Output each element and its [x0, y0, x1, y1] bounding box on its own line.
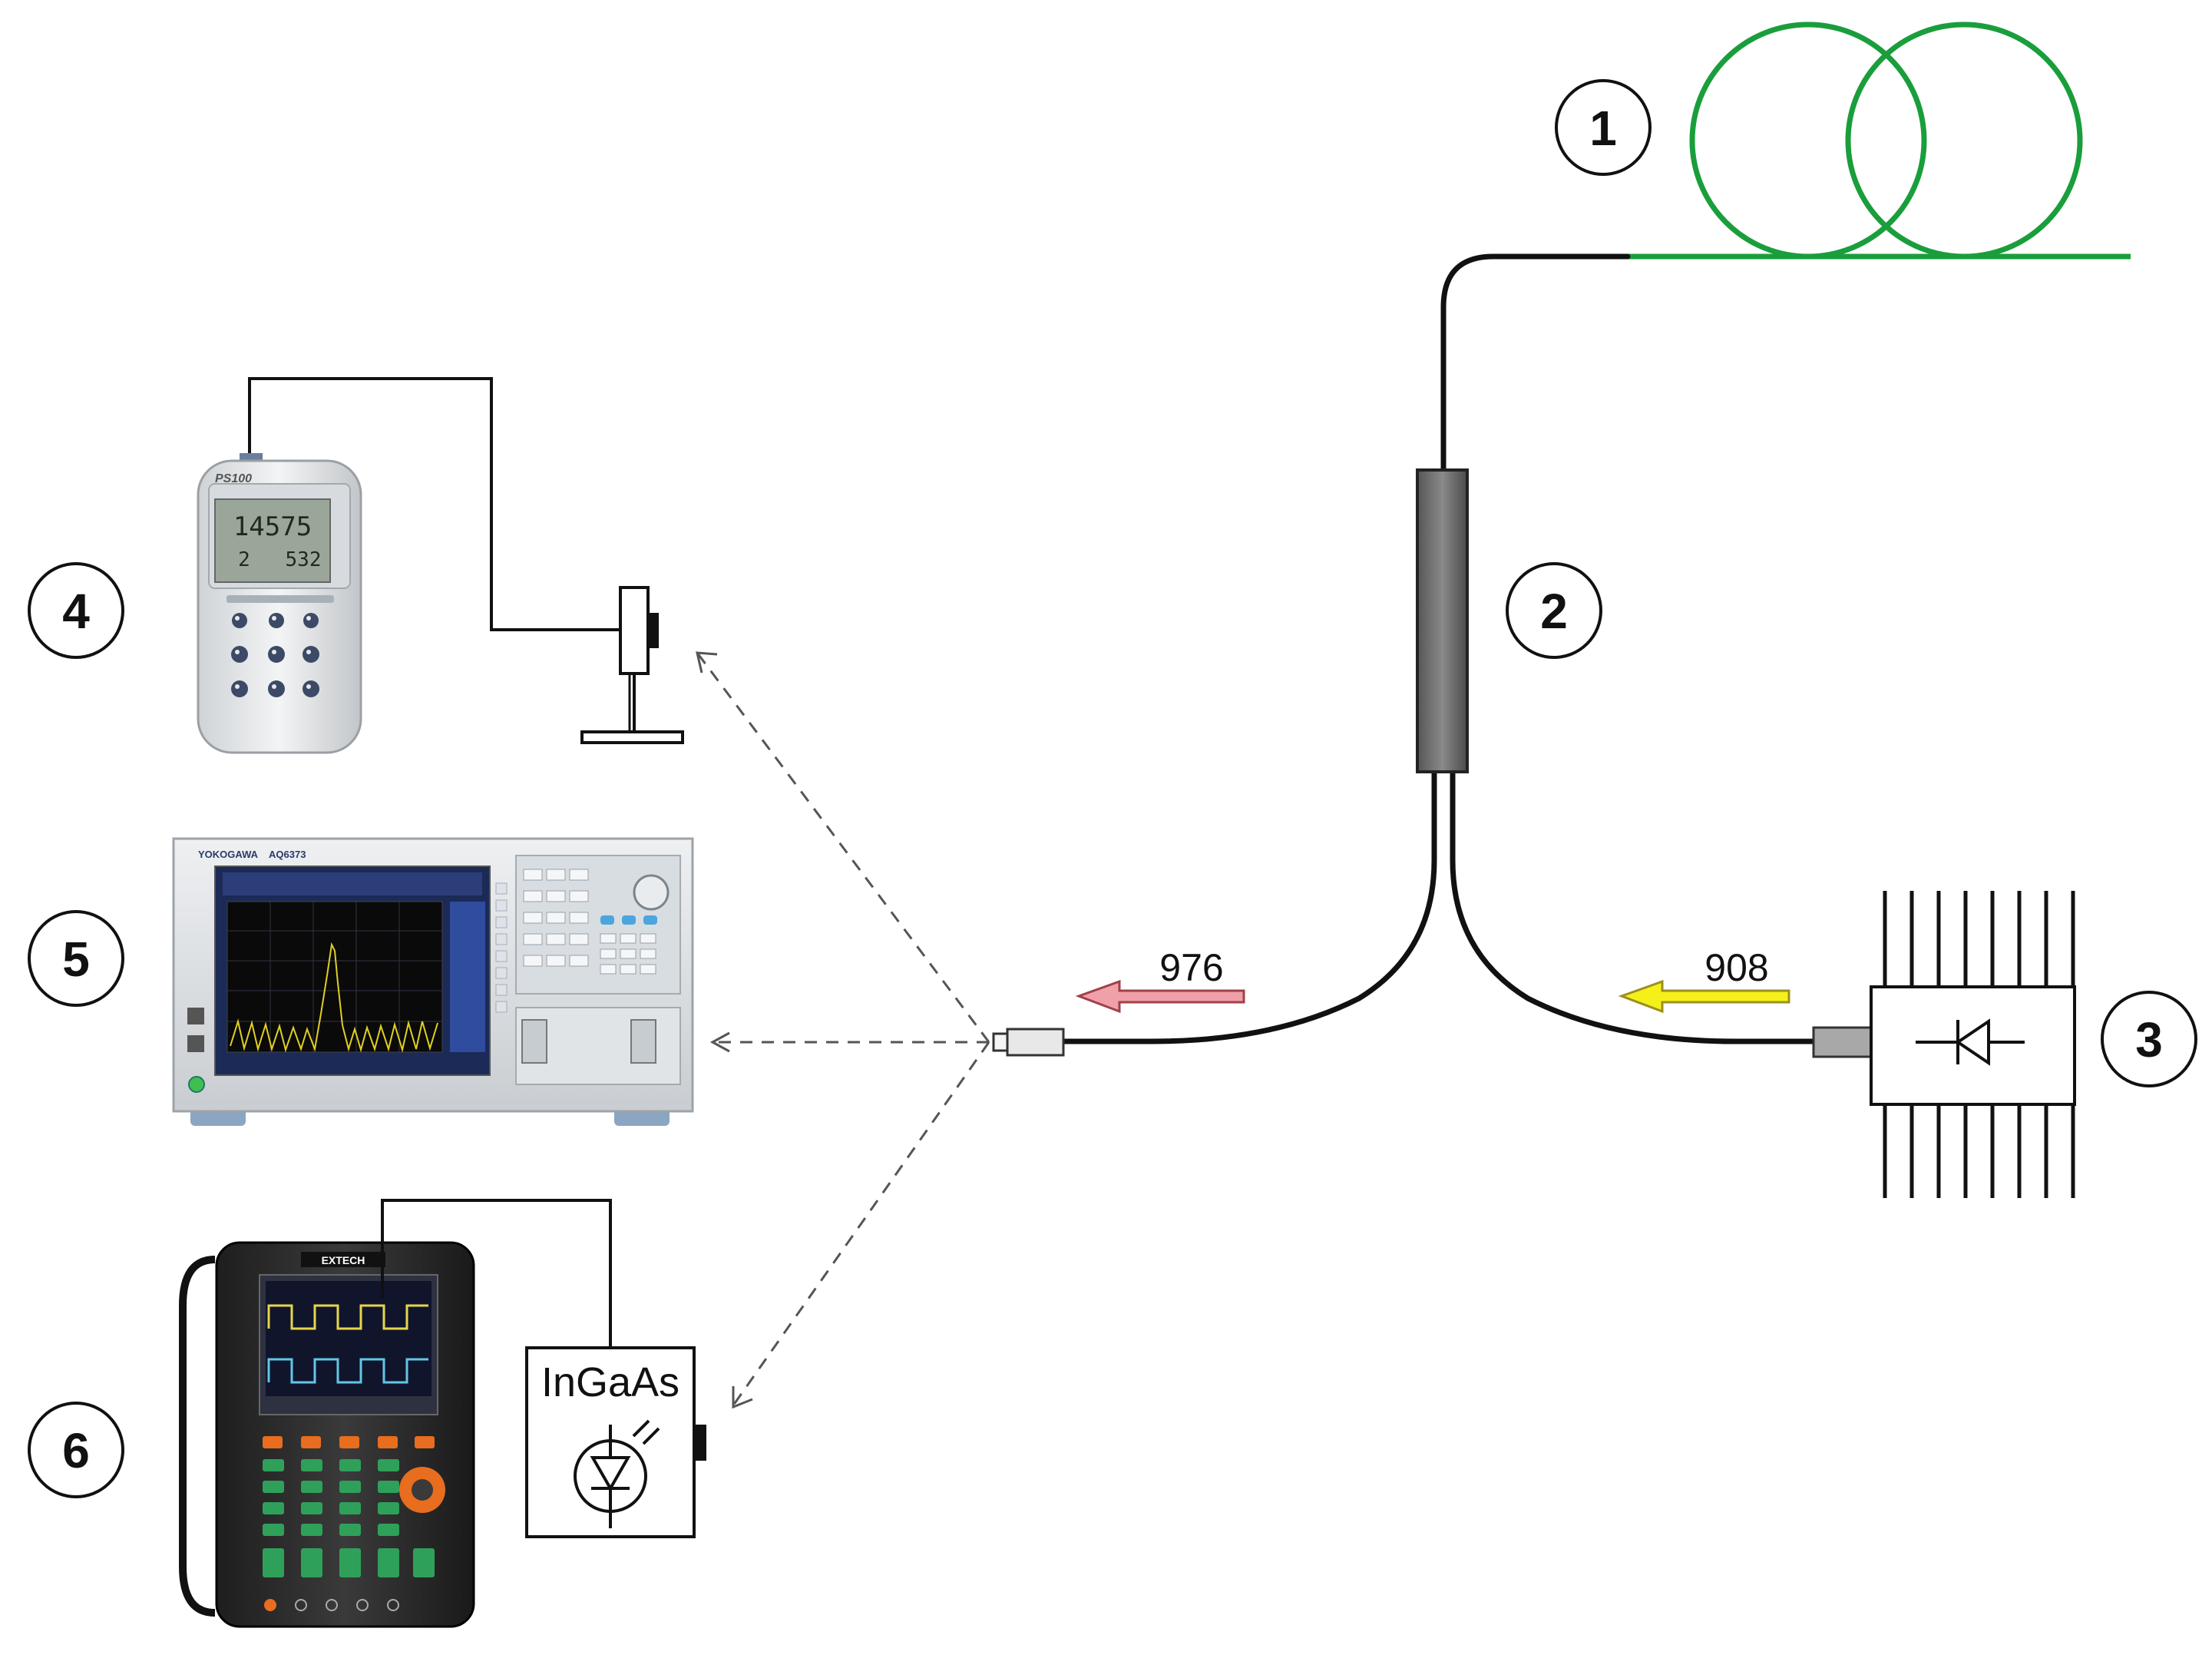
osa-rotary-knob	[633, 874, 670, 911]
photodiode-icon	[574, 1419, 660, 1528]
callout-3-number: 3	[2135, 1012, 2163, 1067]
osa-brand: YOKOGAWA	[198, 849, 259, 860]
detector-label: InGaAs	[541, 1359, 679, 1405]
pump-wavelength-label: 908	[1704, 946, 1768, 989]
fiber-coil	[1628, 22, 2131, 260]
callout-1: 1	[1555, 79, 1652, 176]
callout-2: 2	[1506, 562, 1602, 659]
callout-5: 5	[28, 910, 124, 1007]
pump-laser-diode	[1870, 891, 2076, 1198]
fiber-connector-pump	[1812, 1026, 1873, 1058]
callout-2-number: 2	[1540, 584, 1568, 639]
callout-6-number: 6	[62, 1423, 90, 1478]
osa-model: AQ6373	[269, 849, 306, 860]
power-meter-model: PS100	[215, 472, 252, 485]
callout-5-number: 5	[62, 932, 90, 987]
laser-diode-icon	[1916, 1018, 2025, 1066]
fiber-connector-output	[992, 1028, 1065, 1057]
signal-arrow	[1075, 979, 1245, 1014]
fiber-coupler	[1416, 468, 1469, 773]
signal-wavelength-label: 976	[1159, 946, 1223, 989]
ingaas-detector	[381, 1199, 706, 1538]
pump-arrow	[1618, 979, 1790, 1014]
callout-1-number: 1	[1589, 101, 1617, 156]
power-meter-reading-right: 532	[286, 548, 322, 571]
handheld-oscilloscope: EXTECH	[179, 1241, 475, 1628]
optical-spectrum-analyzer: YOKOGAWA AQ6373	[172, 837, 694, 1126]
power-meter-reading-left: 2	[238, 548, 250, 571]
dashed-arrows	[696, 652, 990, 1406]
scope-brand: EXTECH	[322, 1254, 365, 1266]
callout-6: 6	[28, 1402, 124, 1498]
photodiode-sensor-head	[580, 586, 684, 744]
power-meter-reading-main: 14575	[233, 511, 312, 542]
arrow-heads	[696, 651, 753, 1409]
callout-4-number: 4	[62, 584, 90, 639]
power-meter: PS100 14575 2 532	[197, 377, 620, 754]
callout-4: 4	[28, 562, 124, 659]
fiber-lines	[1060, 253, 1817, 1044]
callout-3: 3	[2101, 991, 2197, 1087]
